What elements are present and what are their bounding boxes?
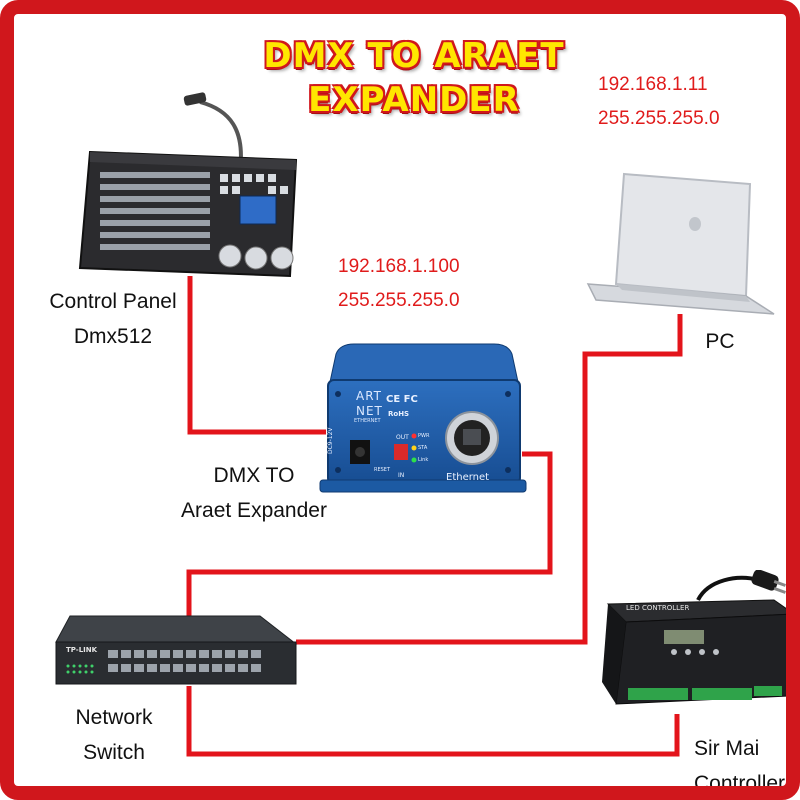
control-panel-label-line2: Dmx512	[73, 325, 153, 348]
expander-dc-label: DC9-12V	[327, 427, 334, 454]
controller-panel-title: LED CONTROLLER	[626, 604, 690, 612]
pc-mask: 255.255.255.0	[598, 108, 720, 129]
expander-out-label: OUT	[396, 434, 409, 441]
control-panel-label-line1: Control Panel	[49, 290, 177, 313]
pc-ip: 192.168.1.11	[598, 74, 708, 95]
connection-wires	[186, 276, 683, 757]
pc-label: PC	[705, 330, 735, 353]
control-panel-device	[78, 92, 298, 278]
expander-label-line2: Araet Expander	[181, 499, 327, 522]
expander-ip: 192.168.1.100	[338, 256, 460, 277]
switch-brand: TP-LINK	[66, 646, 98, 654]
controller-label-line1: Sir Mai	[694, 737, 760, 760]
expander-device	[319, 343, 527, 493]
led-controller-device	[602, 570, 786, 705]
wire-expander-to-switch	[186, 451, 553, 639]
expander-in-label: IN	[398, 472, 405, 479]
network-switch-device	[55, 615, 298, 685]
expander-brand-sub: ETHERNET	[354, 418, 381, 424]
pc-laptop	[586, 172, 775, 315]
expander-link-label: Link	[418, 457, 429, 463]
switch-label-line1: Network	[75, 706, 153, 729]
expander-pwr-label: PWR	[418, 433, 430, 439]
expander-sta-label: STA	[418, 445, 428, 451]
expander-reset-label: RESET	[374, 467, 391, 473]
switch-label-line2: Switch	[83, 741, 145, 764]
expander-brand-bottom: NET	[356, 404, 383, 418]
expander-brand-top: ART	[356, 389, 383, 403]
wire-switch-to-controller	[186, 686, 680, 757]
controller-label-line2: Controller	[694, 772, 786, 795]
expander-mask: 255.255.255.0	[338, 290, 460, 311]
expander-rohs: RoHS	[388, 410, 410, 418]
diagram-title-line1: DMX TO ARAET	[263, 36, 565, 76]
diagram-title-line2: EXPANDER	[308, 80, 520, 120]
expander-label-line1: DMX TO	[213, 464, 295, 487]
wire-panel-to-expander	[187, 276, 326, 435]
expander-ethernet-label: Ethernet	[446, 472, 490, 483]
expander-cert: CE FC	[386, 394, 418, 405]
wire-pc-to-switch	[296, 314, 683, 645]
